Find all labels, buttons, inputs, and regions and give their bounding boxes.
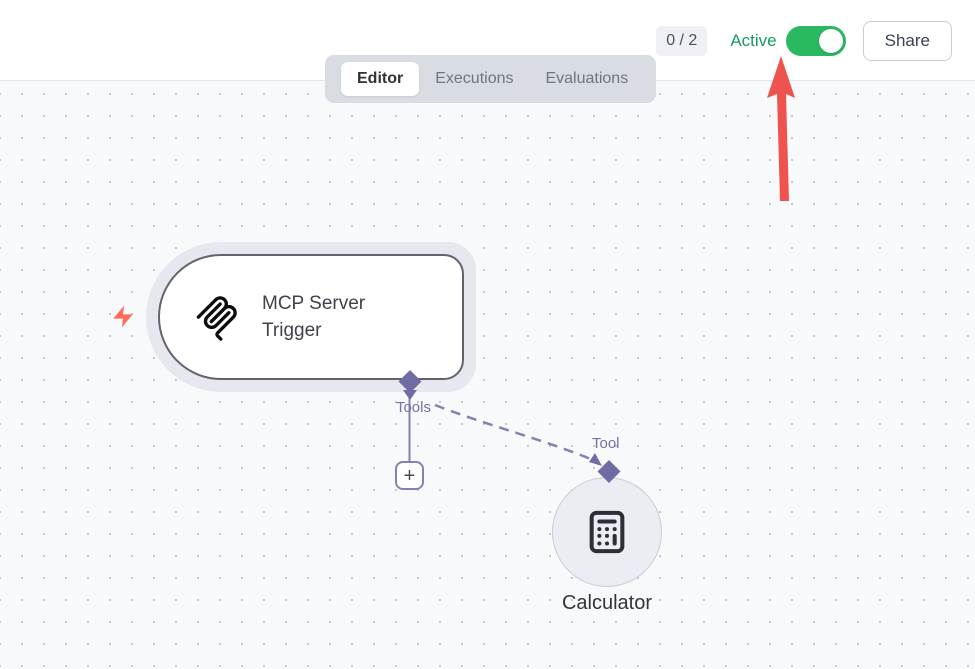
issues-count-badge: 0 / 2 [656,25,708,56]
tab-evaluations[interactable]: Evaluations [545,70,629,87]
mcp-logo-icon [196,296,237,341]
tab-editor[interactable]: Editor [341,62,420,96]
header-actions: 0 / 2 Active Share [656,0,952,81]
toggle-knob [818,28,843,53]
workflow-active-toggle[interactable] [785,25,846,56]
calculator-tool-node[interactable] [552,477,662,587]
trigger-node-title: MCP Server Trigger [262,293,366,341]
tool-connection-label: Tool [592,435,620,452]
active-label: Active [730,30,777,50]
view-tabbar: Editor Executions Evaluations [325,55,656,103]
mcp-server-trigger-node[interactable]: MCP Server Trigger [158,254,464,380]
calculator-node-title: Calculator [561,592,653,614]
trigger-bolt-icon [113,305,133,328]
workflow-canvas[interactable] [0,81,975,669]
calculator-icon [589,510,625,554]
add-tool-button[interactable]: + [395,461,424,490]
tab-executions[interactable]: Executions [435,70,514,87]
tools-output-label: Tools [395,399,431,416]
share-button[interactable]: Share [862,20,952,61]
